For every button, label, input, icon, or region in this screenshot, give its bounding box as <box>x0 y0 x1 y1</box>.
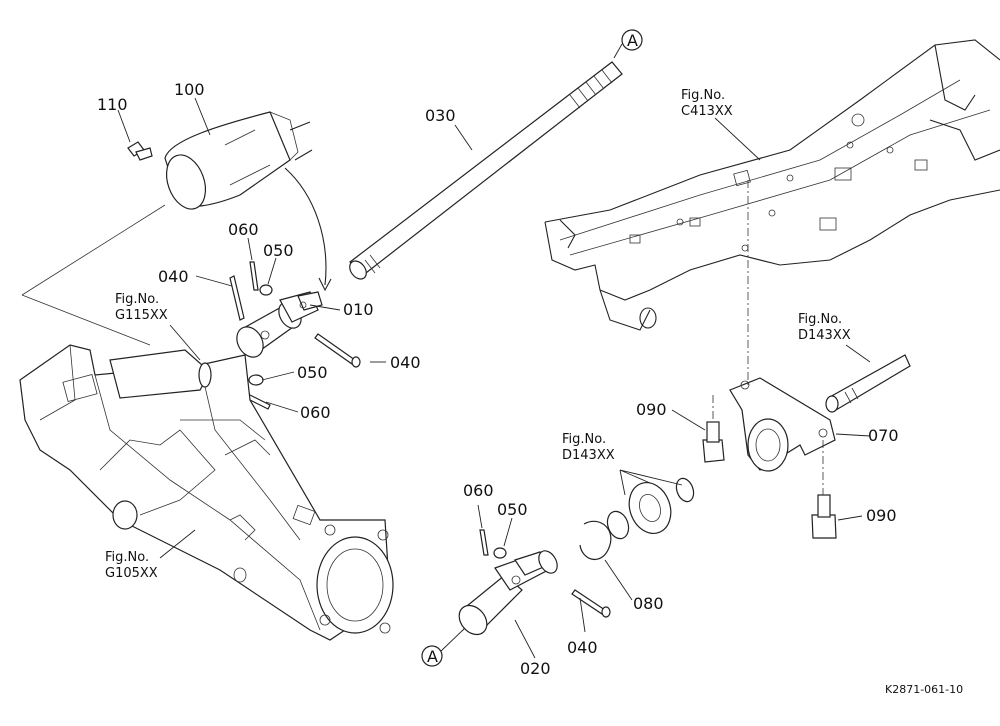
leader-050c <box>503 517 513 547</box>
leader-100 <box>194 97 211 136</box>
leader-110 <box>117 109 131 143</box>
fig-g105-line1: Fig.No. <box>105 550 149 565</box>
label-010: 010 <box>343 300 374 319</box>
label-050-c: 050 <box>497 500 528 519</box>
label-050-a: 050 <box>263 241 294 260</box>
fig-d143-a-line2: D143XX <box>798 328 851 343</box>
fig-g105-line2: G105XX <box>105 566 158 581</box>
label-090-b: 090 <box>866 506 897 525</box>
leader-g115 <box>169 324 201 361</box>
pin-040-b-head <box>351 356 361 368</box>
component-g115 <box>109 349 212 399</box>
pin-040-c <box>571 589 606 615</box>
washer-050-a <box>259 284 273 296</box>
assembly-arrow <box>284 167 327 286</box>
arrow-head <box>318 277 332 292</box>
label-040-b: 040 <box>390 353 421 372</box>
fig-c413-line1: Fig.No. <box>681 88 725 103</box>
drawing-code: K2871-061-10 <box>885 683 963 696</box>
ref-line-g115 <box>21 204 166 346</box>
leader-060b <box>265 401 299 413</box>
label-080: 080 <box>633 594 664 613</box>
fig-d143-b-line2: D143XX <box>562 448 615 463</box>
leader-060a <box>247 237 253 261</box>
fig-d143-a-line1: Fig.No. <box>798 312 842 327</box>
leader-030 <box>454 124 473 151</box>
label-030: 030 <box>425 106 456 125</box>
frame-assembly <box>544 39 1000 331</box>
universal-joint-010 <box>236 291 323 358</box>
washer-050-b <box>248 374 264 386</box>
ref-line-housing <box>180 419 266 441</box>
bolt-090-b <box>811 494 837 539</box>
label-040-a: 040 <box>158 267 189 286</box>
leader-c413 <box>714 117 761 161</box>
shaft-030 <box>349 61 623 280</box>
svg-text:A: A <box>627 31 638 50</box>
leader-020 <box>514 619 536 659</box>
leader-010 <box>309 304 341 311</box>
label-060-a: 060 <box>228 220 259 239</box>
fig-g115-line1: Fig.No. <box>115 292 159 307</box>
housing-assembly <box>19 344 394 641</box>
marker-a-top: A <box>621 29 643 51</box>
snap-ring-080 <box>579 520 612 561</box>
leader-a-top <box>613 43 623 59</box>
cotter-pin-060-a <box>249 261 259 291</box>
fig-d143-b-line1: Fig.No. <box>562 432 606 447</box>
leader-a-bottom <box>439 627 466 653</box>
bearing-d143 <box>606 477 695 540</box>
leader-g105 <box>159 529 196 559</box>
label-060-b: 060 <box>300 403 331 422</box>
leader-060c <box>477 504 483 529</box>
label-020: 020 <box>520 659 551 678</box>
label-050-b: 050 <box>297 363 328 382</box>
pin-040-c-head <box>601 606 611 618</box>
leader-090a <box>671 409 706 431</box>
leader-d143a <box>845 344 871 363</box>
shaft-d143 <box>825 354 911 413</box>
svg-text:A: A <box>427 647 438 666</box>
label-100: 100 <box>174 80 205 99</box>
leader-070 <box>835 433 871 437</box>
leader-050b <box>261 371 295 381</box>
universal-joint-020 <box>458 550 558 636</box>
fig-c413-line2: C413XX <box>681 104 733 119</box>
leader-040c <box>579 597 586 633</box>
bearing-bracket-070 <box>729 377 836 472</box>
cover-100 <box>164 111 313 210</box>
leader-d143b <box>619 469 683 496</box>
fig-g115-line2: G115XX <box>115 308 168 323</box>
leader-090b <box>837 515 863 521</box>
bolt-110 <box>127 141 153 161</box>
label-090-a: 090 <box>636 400 667 419</box>
cotter-pin-060-c <box>479 529 489 556</box>
washer-050-c <box>493 547 507 559</box>
leader-040a <box>195 275 233 287</box>
pin-040-b <box>314 333 356 365</box>
label-070: 070 <box>868 426 899 445</box>
leader-080 <box>604 559 633 601</box>
label-060-c: 060 <box>463 481 494 500</box>
label-110: 110 <box>97 95 128 114</box>
bolt-090-a <box>702 421 725 463</box>
pin-040-a <box>229 275 245 321</box>
leader-050a <box>267 257 277 285</box>
label-040-c: 040 <box>567 638 598 657</box>
marker-a-bottom: A <box>421 645 443 667</box>
